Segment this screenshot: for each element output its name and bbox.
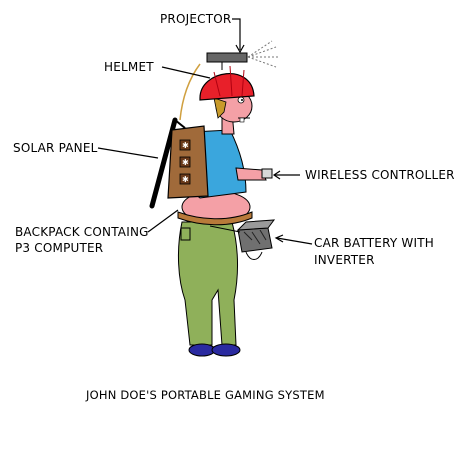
label-battery-line2: INVERTER	[314, 253, 375, 267]
label-battery-line1: CAR BATTERY WITH	[314, 236, 434, 250]
hair	[213, 97, 227, 119]
svg-text:✱: ✱	[182, 175, 189, 184]
label-projector: PROJECTOR	[160, 12, 231, 26]
label-helmet: HELMET	[104, 60, 154, 74]
belt	[177, 211, 253, 226]
backpack: ✱ ✱ ✱	[167, 125, 209, 199]
label-backpack-line1: BACKPACK CONTAING	[15, 225, 149, 239]
svg-text:✱: ✱	[182, 158, 189, 167]
svg-text:✱: ✱	[182, 141, 189, 150]
helmet	[199, 65, 255, 101]
label-backpack-line2: P3 COMPUTER	[15, 241, 103, 255]
car-battery	[209, 219, 276, 260]
leader-lines	[97, 18, 313, 245]
diagram-caption: JOHN DOE'S PORTABLE GAMING SYSTEM	[85, 388, 325, 402]
shoes	[188, 343, 241, 357]
label-wireless-controller: WIRELESS CONTROLLER	[305, 168, 455, 182]
arm	[235, 167, 267, 181]
label-solar-panel: SOLAR PANEL	[13, 141, 98, 155]
projector	[206, 40, 278, 70]
wireless-controller	[261, 168, 273, 179]
pants	[177, 221, 239, 346]
cable	[179, 63, 201, 121]
